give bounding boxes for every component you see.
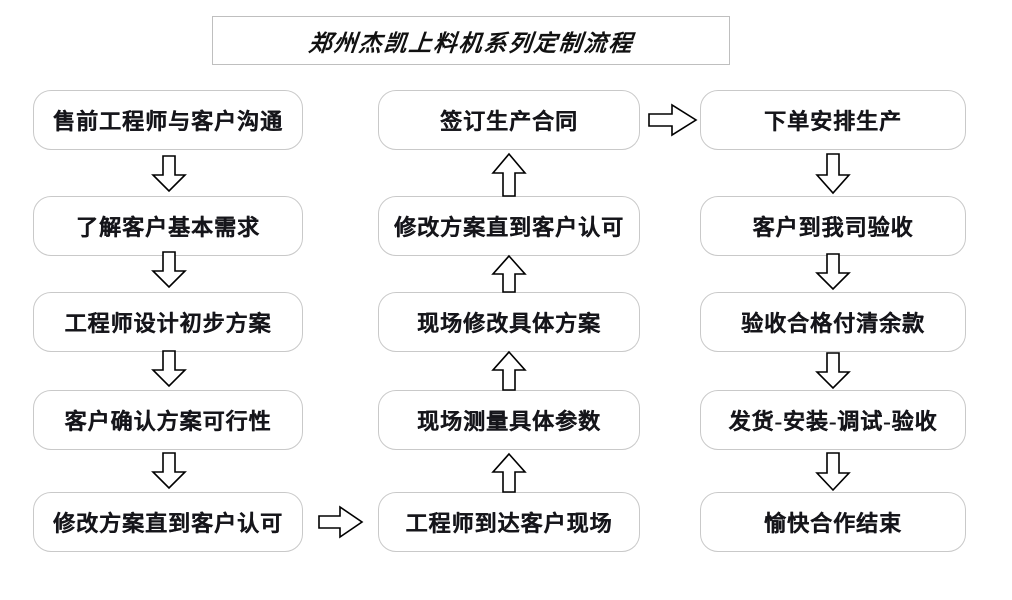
- flow-node-c2n5[interactable]: 工程师到达客户现场: [378, 492, 640, 552]
- arrow-down-icon: [151, 155, 187, 193]
- flow-node-c2n2[interactable]: 修改方案直到客户认可: [378, 196, 640, 256]
- arrow-right-icon: [648, 103, 698, 137]
- flow-node-c3n5[interactable]: 愉快合作结束: [700, 492, 966, 552]
- flow-node-label: 签订生产合同: [439, 109, 578, 134]
- flow-node-c3n4[interactable]: 发货-安装-调试-验收: [700, 390, 966, 450]
- flow-node-c3n3[interactable]: 验收合格付清余款: [700, 292, 966, 352]
- flow-node-label: 下单安排生产: [763, 109, 902, 134]
- flow-node-label: 现场修改具体方案: [416, 311, 601, 336]
- flow-node-c2n4[interactable]: 现场测量具体参数: [378, 390, 640, 450]
- flow-node-label: 客户确认方案可行性: [64, 409, 272, 434]
- flow-node-label: 愉快合作结束: [763, 511, 902, 536]
- flow-node-c1n4[interactable]: 客户确认方案可行性: [33, 390, 303, 450]
- flow-node-c3n1[interactable]: 下单安排生产: [700, 90, 966, 150]
- flow-node-label: 了解客户基本需求: [75, 215, 260, 240]
- arrow-up-icon: [491, 452, 527, 494]
- flow-node-label: 修改方案直到客户认可: [52, 511, 283, 536]
- chart-title: 郑州杰凯上料机系列定制流程: [306, 30, 635, 56]
- arrow-down-icon: [151, 350, 187, 388]
- flow-node-c1n5[interactable]: 修改方案直到客户认可: [33, 492, 303, 552]
- arrow-down-icon: [151, 452, 187, 490]
- arrow-up-icon: [491, 152, 527, 198]
- flow-node-c3n2[interactable]: 客户到我司验收: [700, 196, 966, 256]
- flow-node-c1n3[interactable]: 工程师设计初步方案: [33, 292, 303, 352]
- flow-node-c2n3[interactable]: 现场修改具体方案: [378, 292, 640, 352]
- arrow-down-icon: [815, 253, 851, 291]
- flow-node-c1n2[interactable]: 了解客户基本需求: [33, 196, 303, 256]
- arrow-down-icon: [815, 452, 851, 492]
- chart-title-box: 郑州杰凯上料机系列定制流程: [212, 16, 730, 65]
- flow-node-label: 验收合格付清余款: [740, 311, 925, 336]
- flow-node-label: 现场测量具体参数: [416, 409, 601, 434]
- arrow-up-icon: [491, 350, 527, 392]
- arrow-up-icon: [491, 254, 527, 294]
- flow-node-label: 售前工程师与客户沟通: [52, 109, 283, 134]
- arrow-right-icon: [318, 505, 364, 539]
- flow-node-label: 发货-安装-调试-验收: [728, 409, 938, 434]
- arrow-down-icon: [815, 153, 851, 195]
- flow-node-label: 客户到我司验收: [752, 215, 914, 240]
- arrow-down-icon: [815, 352, 851, 390]
- flow-node-label: 工程师到达客户现场: [405, 511, 613, 536]
- flow-node-c2n1[interactable]: 签订生产合同: [378, 90, 640, 150]
- flow-node-c1n1[interactable]: 售前工程师与客户沟通: [33, 90, 303, 150]
- flow-node-label: 修改方案直到客户认可: [393, 215, 624, 240]
- flow-node-label: 工程师设计初步方案: [64, 311, 272, 336]
- arrow-down-icon: [151, 251, 187, 289]
